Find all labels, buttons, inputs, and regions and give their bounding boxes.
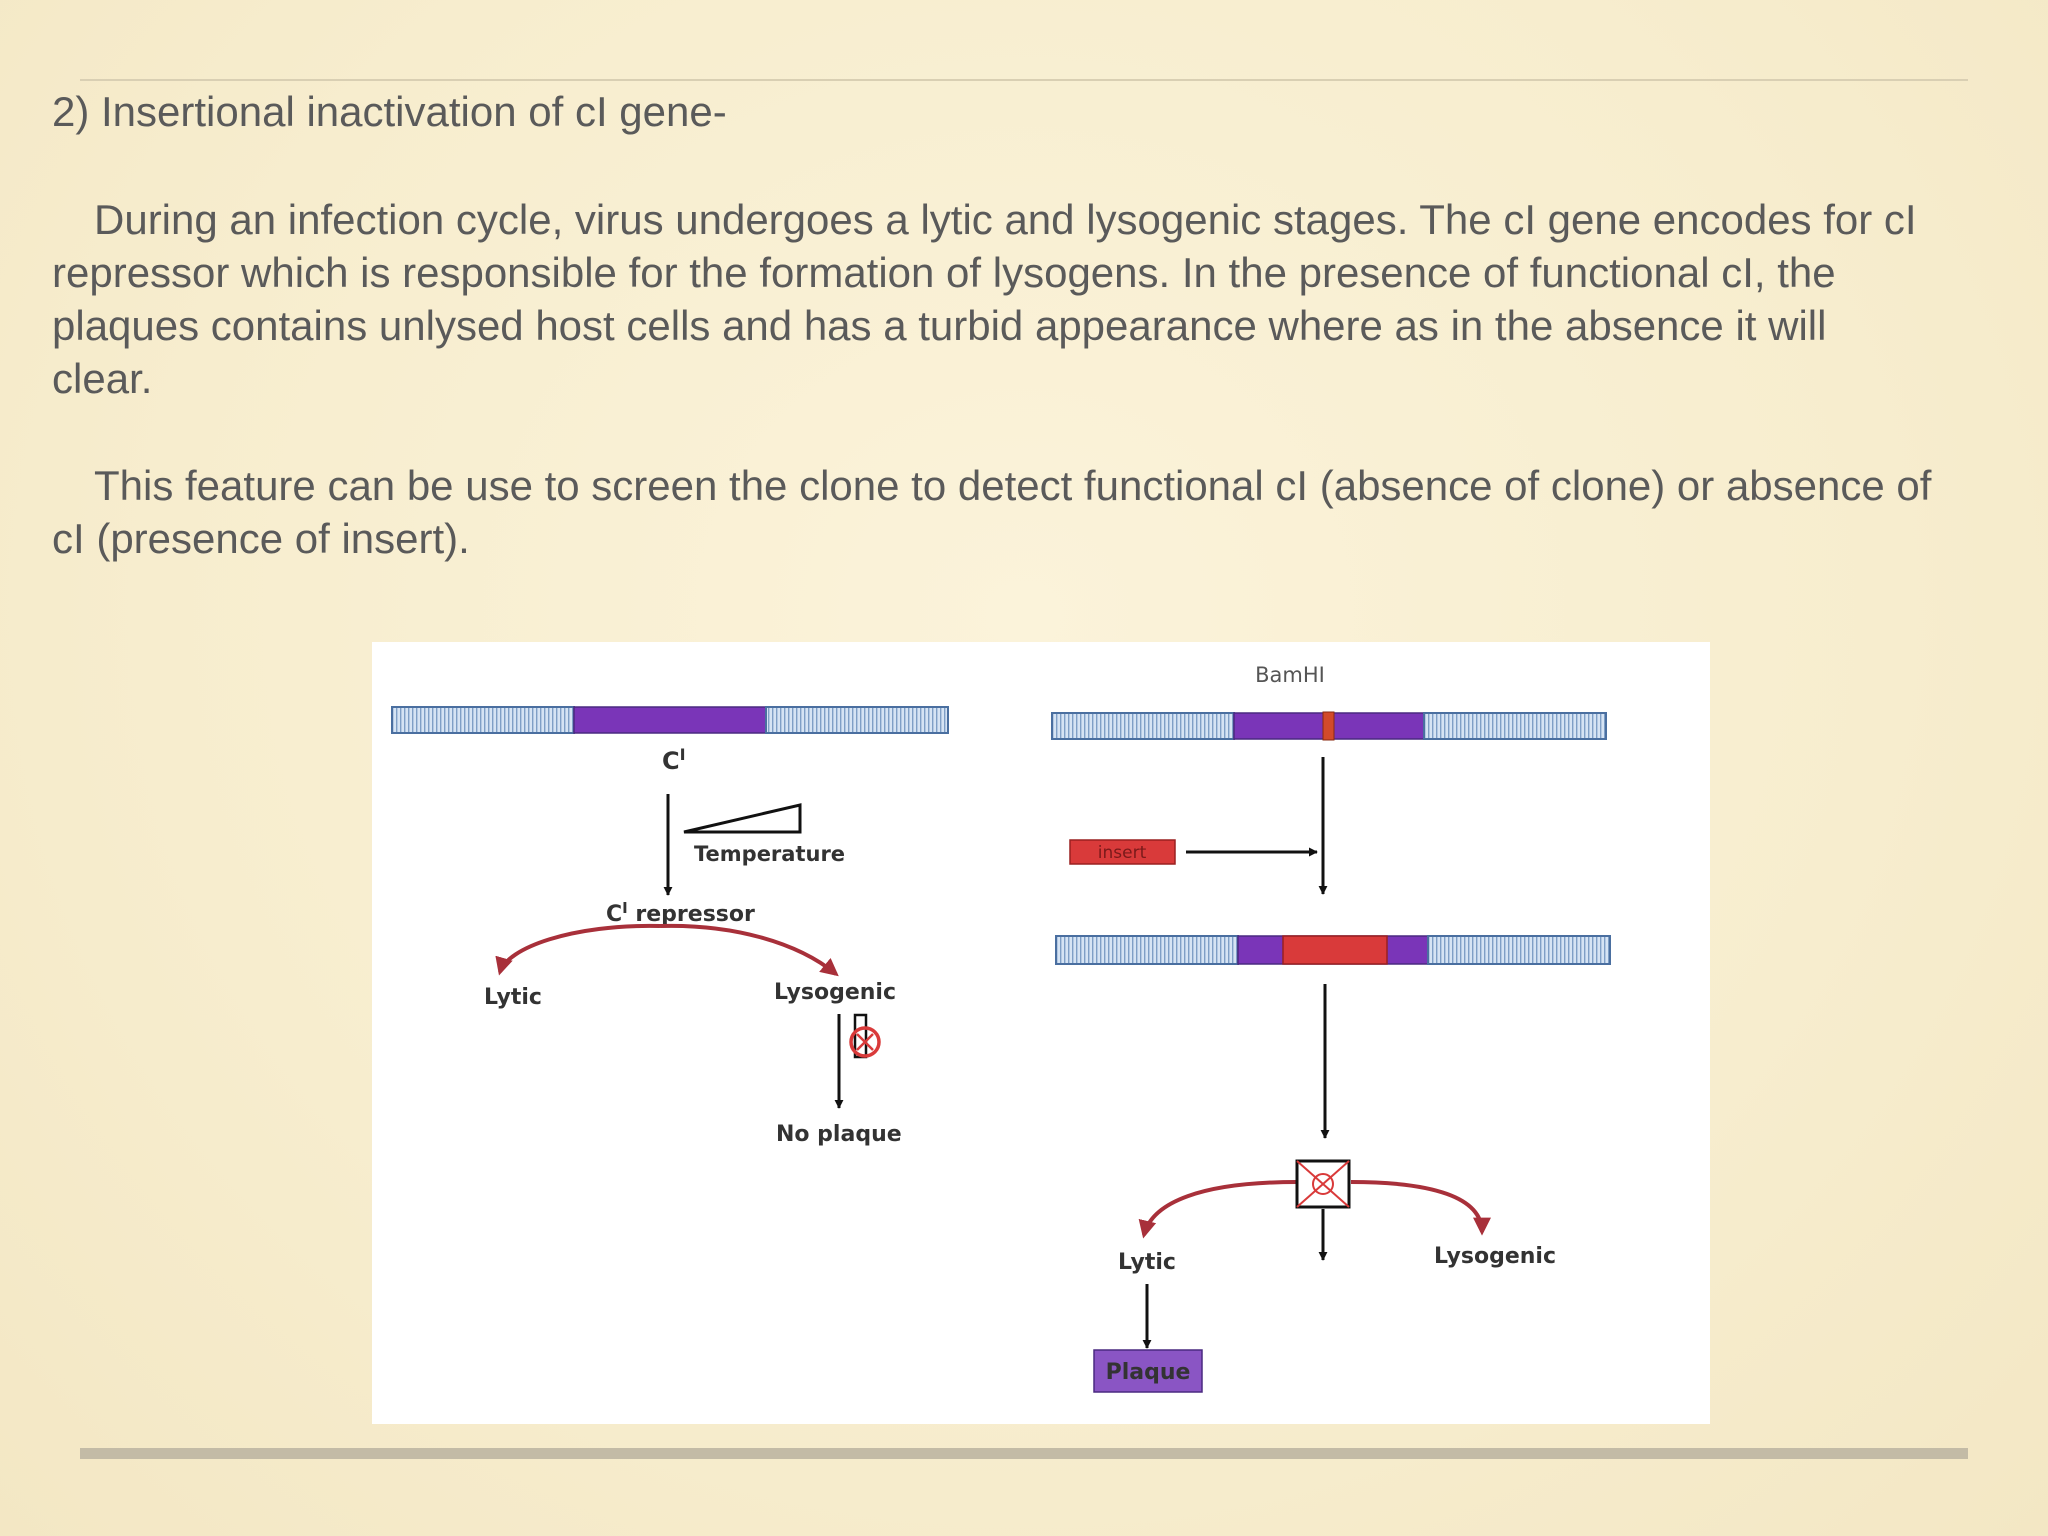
plaque-box: Plaque <box>1093 1349 1203 1393</box>
left-lytic-arc <box>495 923 661 976</box>
ci-repressor-label: CI repressor <box>606 899 755 927</box>
top-divider <box>80 79 1968 81</box>
temperature-label: Temperature <box>694 842 845 866</box>
right-lytic-label: Lytic <box>1118 1250 1176 1275</box>
blocked-repressor-icon <box>849 1013 881 1059</box>
right-lysogenic-arc <box>1350 1180 1491 1236</box>
right-lysogenic-label: Lysogenic <box>1434 1244 1556 1269</box>
left-panel: CI Temperature CI repressor Lytic Lysoge… <box>391 706 949 1147</box>
plaque-label: Plaque <box>1106 1360 1191 1385</box>
insertional-inactivation-figure: CI Temperature CI repressor Lytic Lysoge… <box>372 642 1710 1424</box>
no-plaque-label: No plaque <box>776 1122 902 1147</box>
right-lytic-arc <box>1138 1180 1298 1239</box>
inserted-fragment <box>1282 935 1388 965</box>
paragraph-lytic-lysogenic: During an infection cycle, virus undergo… <box>52 196 1917 402</box>
bamhi-label: BamHI <box>1255 663 1325 687</box>
slide-heading: 2) Insertional inactivation of cI gene- <box>52 88 727 135</box>
left-lytic-label: Lytic <box>484 985 542 1010</box>
ci-gene-label: CI <box>662 745 686 775</box>
bottom-divider <box>80 1448 1968 1459</box>
left-lysogenic-arc <box>659 923 839 977</box>
inactivated-repressor-icon <box>1295 1159 1351 1209</box>
figure-diagram: CI Temperature CI repressor Lytic Lysoge… <box>391 663 1611 1393</box>
paragraph-screening: This feature can be use to screen the cl… <box>52 462 1932 562</box>
insert-label: insert <box>1098 843 1147 863</box>
insert-fragment: insert <box>1069 839 1176 865</box>
right-panel: BamHI insert <box>1051 663 1611 1393</box>
bamhi-site-marker <box>1322 711 1335 741</box>
temperature-wedge-icon <box>683 803 802 834</box>
left-lysogenic-label: Lysogenic <box>774 980 896 1005</box>
recombinant-vector-bar <box>1055 935 1611 965</box>
right-vector-bar <box>1051 711 1607 741</box>
left-vector-bar <box>391 706 949 734</box>
